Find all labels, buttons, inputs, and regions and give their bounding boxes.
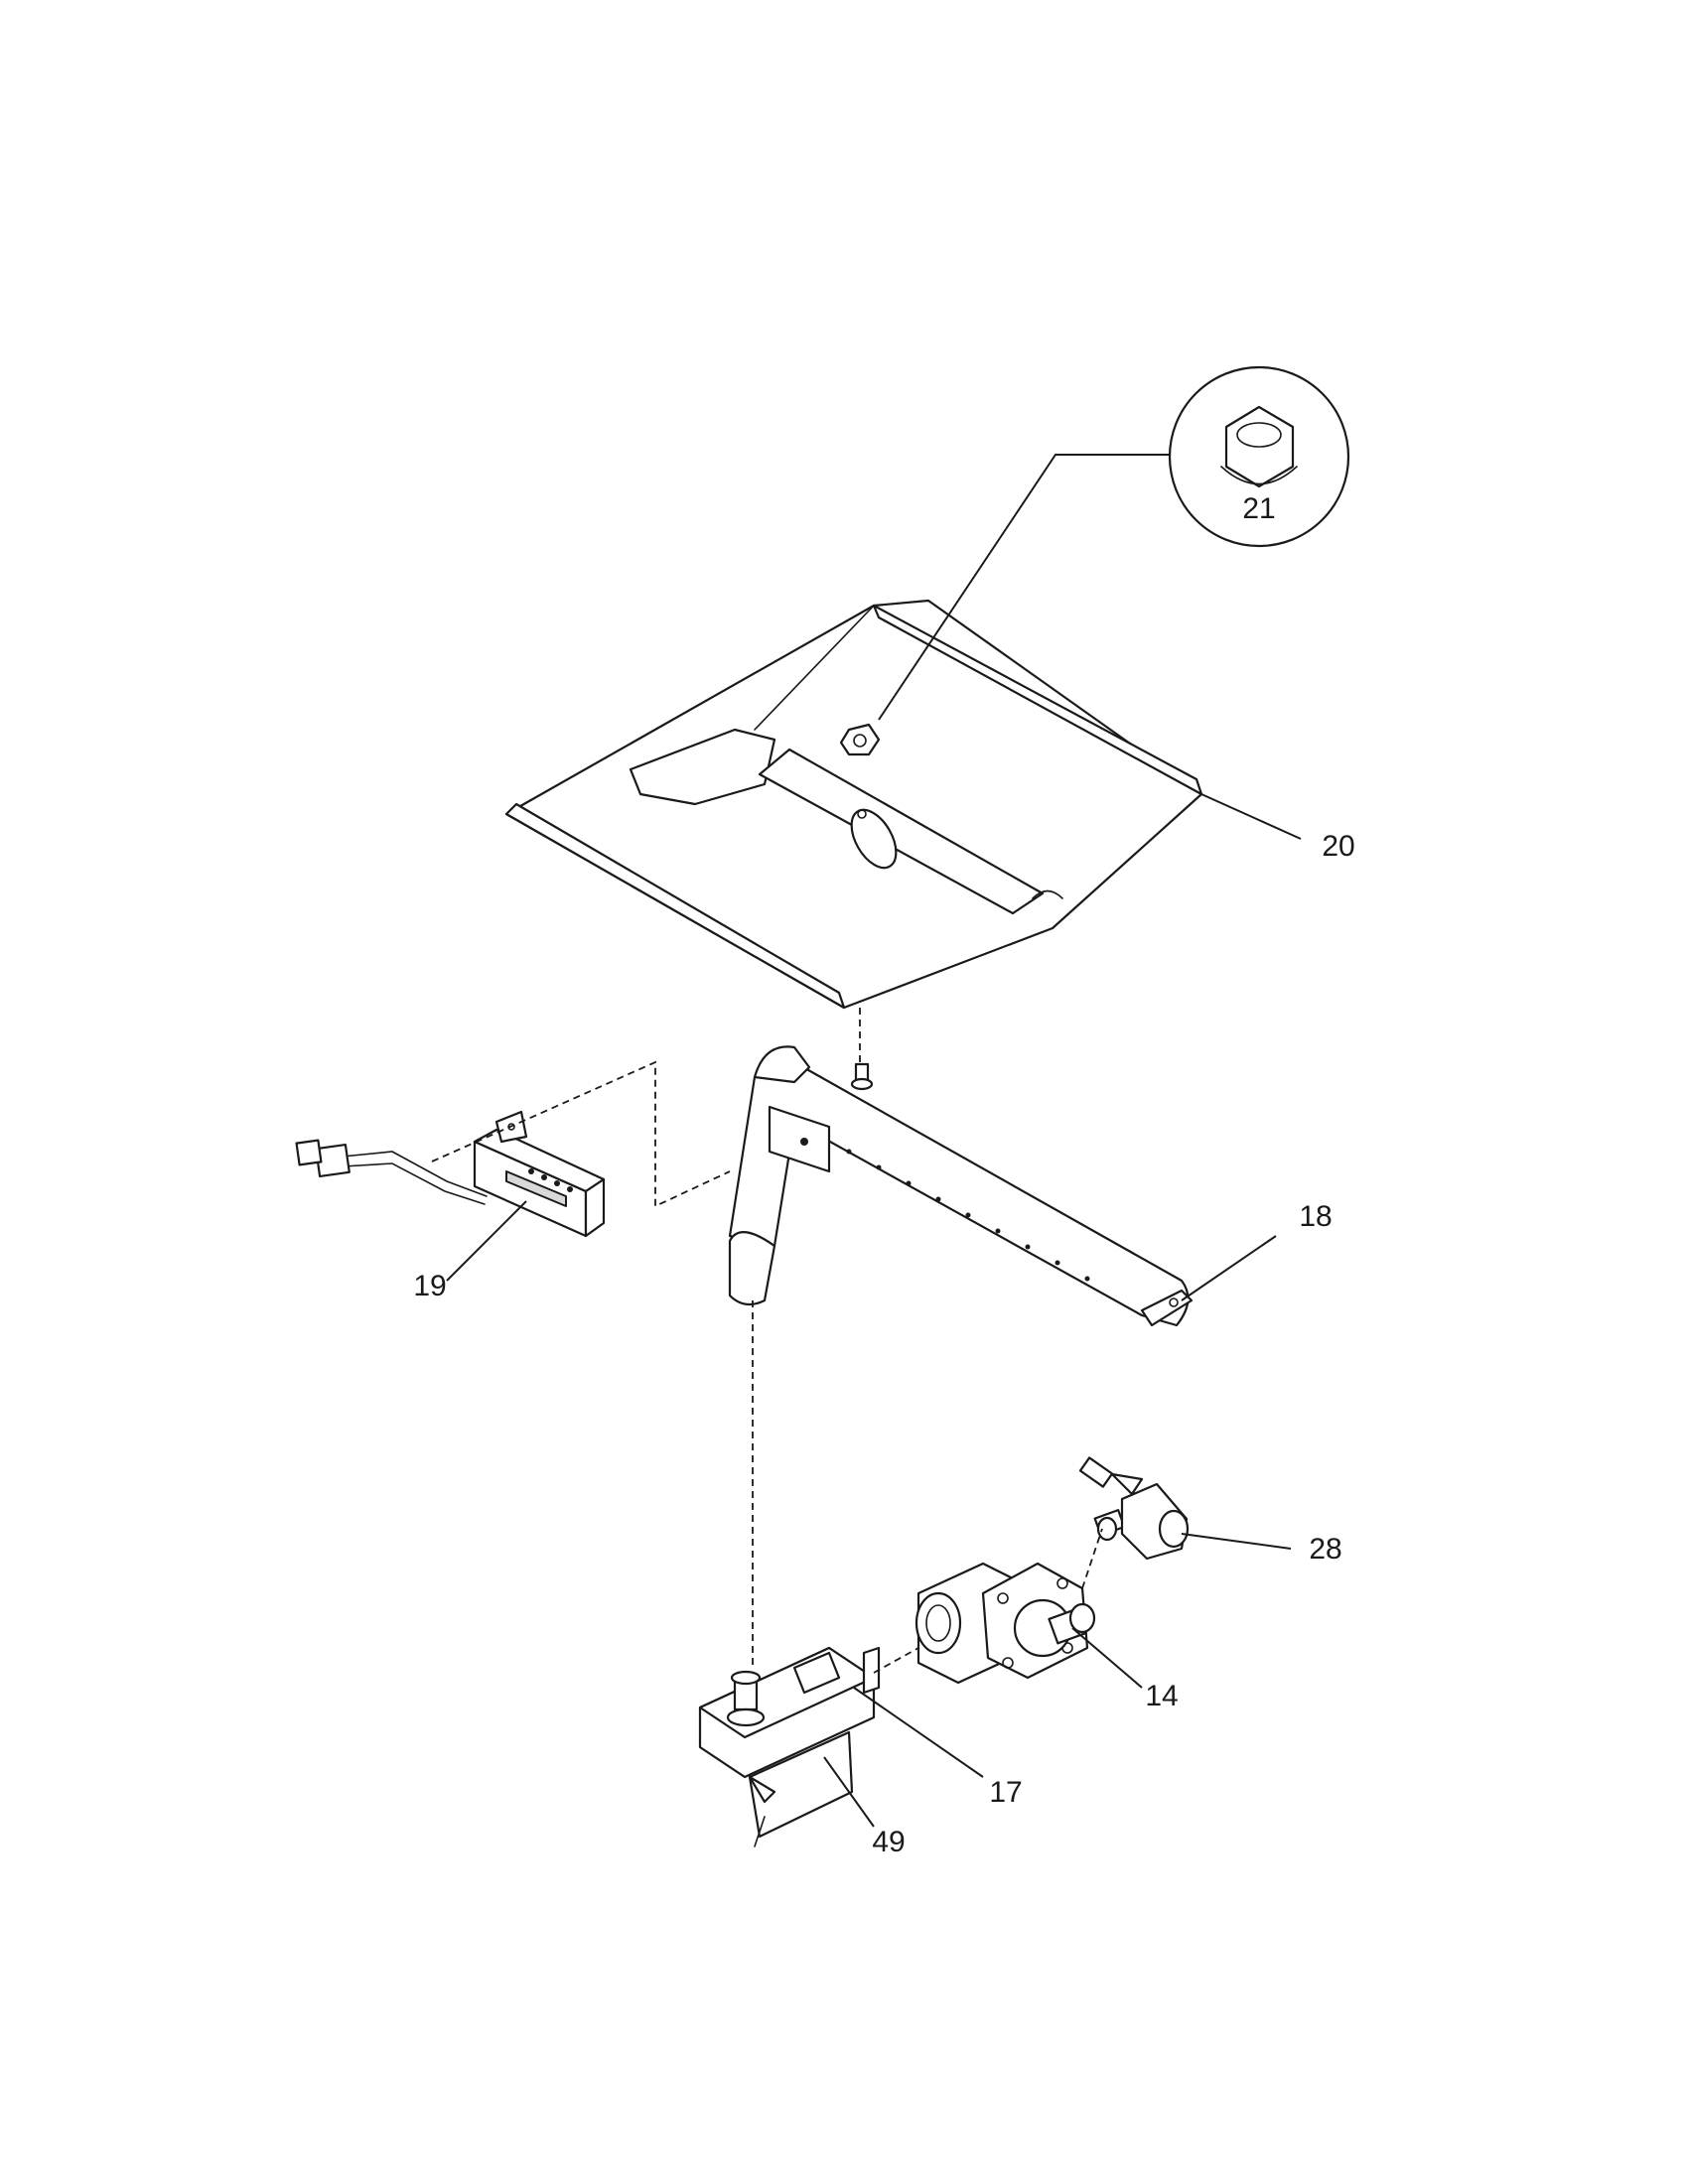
callout-17: 17 [989, 1776, 1022, 1809]
part-21-nut-installed [839, 723, 881, 756]
part-20-baffle [504, 599, 1203, 1010]
callout-20: 20 [1322, 830, 1354, 863]
callout-18: 18 [1299, 1200, 1332, 1233]
assembly-lines [431, 1008, 1103, 1674]
part-49-clip [748, 1730, 854, 1847]
callout-labels: 21 20 18 19 28 14 17 49 [413, 492, 1354, 1858]
part-28-orifice [1078, 1456, 1190, 1561]
callout-19: 19 [413, 1270, 446, 1302]
part-18-burner-tube [728, 1045, 1194, 1327]
callout-14: 14 [1145, 1680, 1178, 1712]
leader-lines [446, 793, 1302, 1828]
callout-49: 49 [872, 1826, 905, 1858]
part-19-igniter [295, 1110, 606, 1238]
callout-28: 28 [1309, 1533, 1341, 1566]
part-14-gas-valve [914, 1562, 1096, 1685]
part-17-valve-bracket [698, 1646, 881, 1779]
part-21-detail-circle [878, 365, 1350, 721]
burner-port-row [846, 1149, 1090, 1282]
callout-21: 21 [1242, 492, 1275, 525]
